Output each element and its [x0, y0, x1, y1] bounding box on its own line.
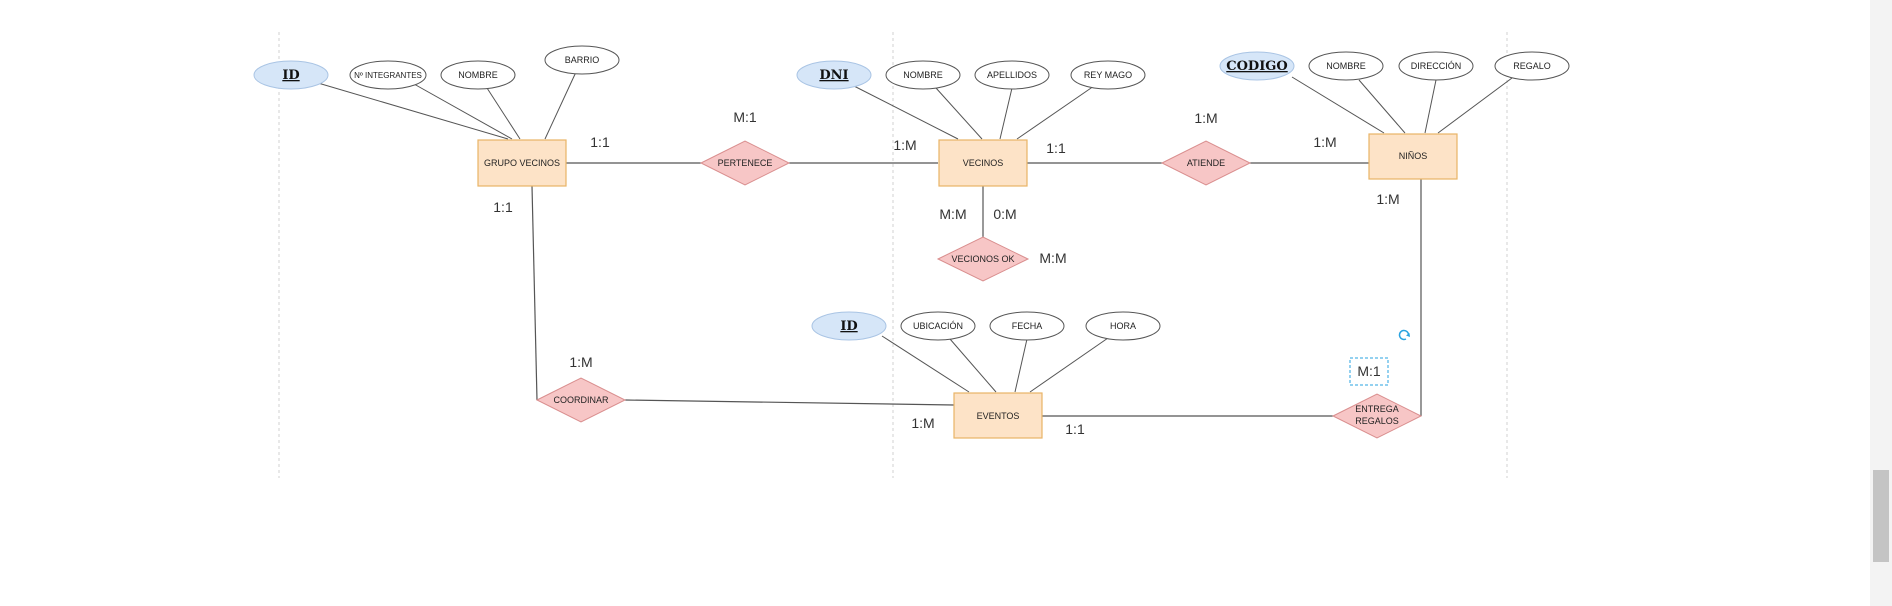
- cardinality-label: 1:M: [1376, 191, 1399, 207]
- entity-label: NIÑOS: [1399, 151, 1428, 161]
- attribute-rey-mago[interactable]: REY MAGO: [1070, 60, 1146, 90]
- attribute-nombre-vecinos[interactable]: NOMBRE: [885, 60, 961, 90]
- attribute-label: NOMBRE: [1326, 61, 1366, 71]
- cardinality-label: M:1: [1357, 363, 1381, 379]
- cardinality-label: 1:1: [493, 199, 513, 215]
- selected-cardinality[interactable]: M:1: [1349, 357, 1389, 386]
- cardinality-label: M:1: [733, 109, 757, 125]
- vertical-scrollbar[interactable]: [1870, 0, 1892, 606]
- entity-ninos[interactable]: NIÑOS: [1368, 133, 1458, 180]
- attribute-label: UBICACIÓN: [913, 321, 963, 331]
- entity-label: EVENTOS: [977, 411, 1020, 421]
- cardinality-label: 0:M: [993, 206, 1016, 222]
- attribute-label: REGALO: [1513, 61, 1551, 71]
- cardinality-label: 1:1: [590, 134, 610, 150]
- cardinality-label: M:M: [939, 206, 966, 222]
- attribute-codigo[interactable]: CODIGO: [1219, 51, 1295, 81]
- attribute-integrantes[interactable]: Nº INTEGRANTES: [349, 60, 427, 90]
- attribute-id-eventos[interactable]: ID: [811, 311, 887, 341]
- entity-grupo-vecinos[interactable]: GRUPO VECINOS: [477, 139, 567, 187]
- rotate-handle-icon[interactable]: [1398, 329, 1410, 341]
- attribute-barrio[interactable]: BARRIO: [544, 45, 620, 75]
- cardinality-label: 1:M: [569, 354, 592, 370]
- attribute-hora[interactable]: HORA: [1085, 311, 1161, 341]
- attribute-nombre-grupo[interactable]: NOMBRE: [440, 60, 516, 90]
- cardinality-label: 1:M: [911, 415, 934, 431]
- relationship-label: COORDINAR: [553, 395, 609, 405]
- cardinality-labels: 1:1 M:1 1:M 1:1 1:M 1:M 1:M M:M 0:M M:M …: [493, 109, 1399, 437]
- attribute-label: DIRECCIÓN: [1411, 61, 1462, 71]
- cardinality-label: M:M: [1039, 250, 1066, 266]
- attribute-fecha[interactable]: FECHA: [989, 311, 1065, 341]
- connectors: [531, 162, 1422, 417]
- attribute-label: APELLIDOS: [987, 70, 1037, 80]
- attribute-apellidos[interactable]: APELLIDOS: [974, 60, 1050, 90]
- relationship-vecinos-ok[interactable]: VECIONOS OK: [936, 236, 1030, 282]
- relationship-pertenece[interactable]: PERTENECE: [699, 140, 791, 186]
- attribute-label: BARRIO: [565, 55, 600, 65]
- relationship-atiende[interactable]: ATIENDE: [1160, 140, 1252, 186]
- relationship-label: ENTREGA: [1355, 404, 1399, 414]
- relationship-label: ATIENDE: [1187, 158, 1225, 168]
- key-attribute-label: DNI: [819, 68, 848, 83]
- attribute-label: Nº INTEGRANTES: [354, 71, 422, 80]
- entity-label: GRUPO VECINOS: [484, 158, 560, 168]
- attribute-ubicacion[interactable]: UBICACIÓN: [900, 311, 976, 341]
- relationship-label: REGALOS: [1355, 416, 1399, 426]
- cardinality-label: 1:1: [1065, 421, 1085, 437]
- attribute-label: FECHA: [1012, 321, 1043, 331]
- cardinality-label: 1:M: [1313, 134, 1336, 150]
- scrollbar-thumb[interactable]: [1873, 470, 1889, 562]
- relationship-label: PERTENECE: [718, 158, 773, 168]
- attribute-links: [317, 71, 1513, 393]
- key-attribute-label: ID: [282, 68, 299, 83]
- attribute-direccion[interactable]: DIRECCIÓN: [1398, 51, 1474, 81]
- relationship-entrega-regalos[interactable]: ENTREGA REGALOS: [1331, 393, 1423, 439]
- key-attribute-label: ID: [840, 319, 857, 334]
- attribute-label: NOMBRE: [458, 70, 498, 80]
- entity-label: VECINOS: [963, 158, 1004, 168]
- entity-vecinos[interactable]: VECINOS: [938, 139, 1028, 187]
- cardinality-label: 1:M: [893, 137, 916, 153]
- relationship-label: VECIONOS OK: [951, 254, 1014, 264]
- entity-eventos[interactable]: EVENTOS: [953, 392, 1043, 439]
- attribute-regalo[interactable]: REGALO: [1494, 51, 1570, 81]
- attribute-id-grupo[interactable]: ID: [253, 60, 329, 90]
- attribute-label: NOMBRE: [903, 70, 943, 80]
- relationship-coordinar[interactable]: COORDINAR: [535, 377, 627, 423]
- attribute-nombre-ninos[interactable]: NOMBRE: [1308, 51, 1384, 81]
- key-attribute-label: CODIGO: [1226, 59, 1287, 74]
- cardinality-label: 1:1: [1046, 140, 1066, 156]
- cardinality-label: 1:M: [1194, 110, 1217, 126]
- attribute-label: HORA: [1110, 321, 1136, 331]
- attribute-dni[interactable]: DNI: [796, 60, 872, 90]
- attribute-label: REY MAGO: [1084, 70, 1132, 80]
